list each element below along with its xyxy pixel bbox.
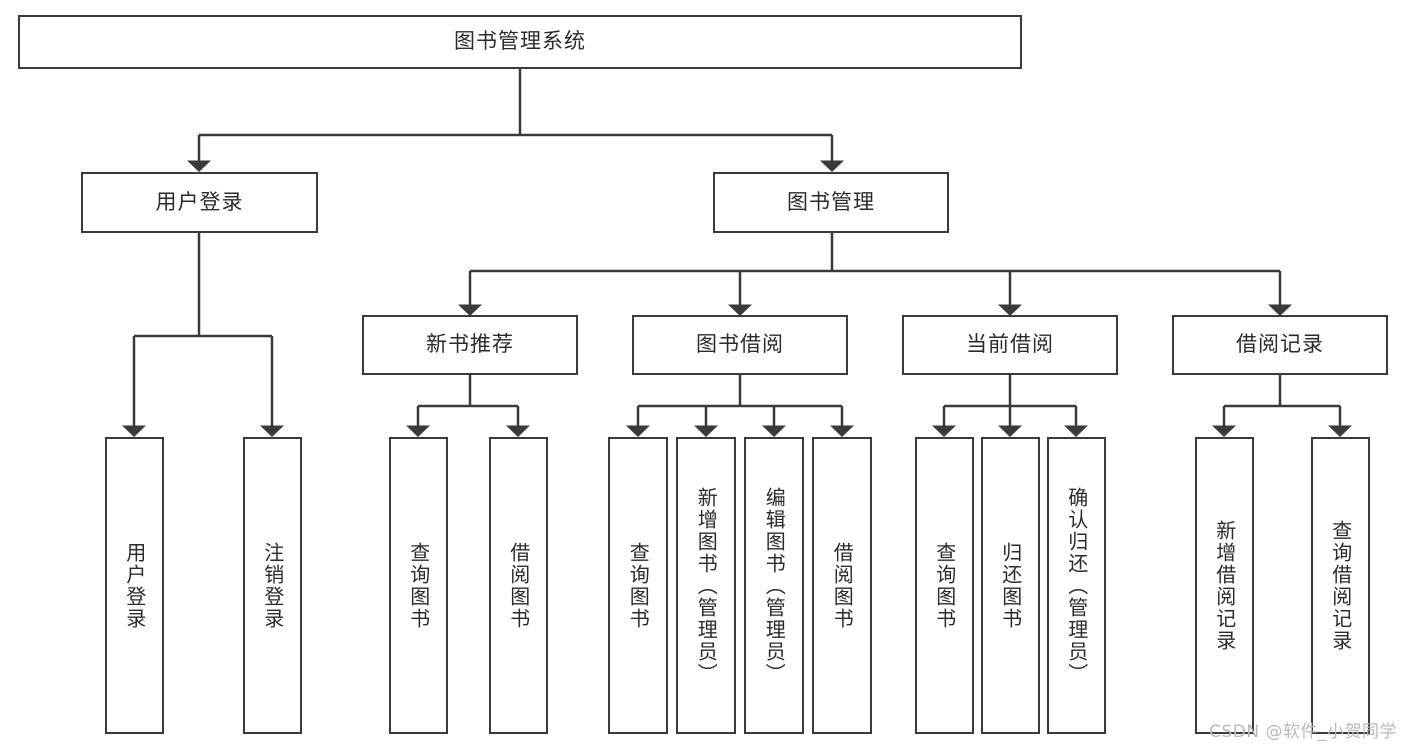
leaf-add-borrow-record[interactable]: 新增借阅记录	[1195, 437, 1254, 734]
leaf-query-book-borrow[interactable]: 查询图书	[608, 437, 668, 734]
node-current-borrow[interactable]: 当前借阅	[902, 315, 1118, 375]
node-label: 借阅记录	[1236, 332, 1324, 357]
node-label: 新增图书（管理员）	[694, 486, 719, 685]
leaf-query-borrow-record[interactable]: 查询借阅记录	[1311, 437, 1370, 734]
node-label: 用户登录	[122, 541, 147, 630]
node-new-book-recommend[interactable]: 新书推荐	[362, 315, 578, 375]
leaf-query-book-recommend[interactable]: 查询图书	[389, 437, 448, 734]
node-label: 图书借阅	[696, 332, 784, 357]
node-label: 借阅图书	[506, 541, 531, 630]
node-label: 查询图书	[932, 541, 957, 630]
leaf-user-login[interactable]: 用户登录	[105, 437, 164, 734]
node-label: 当前借阅	[966, 332, 1054, 357]
leaf-logout-login[interactable]: 注销登录	[243, 437, 302, 734]
node-label: 查询借阅记录	[1328, 519, 1353, 652]
node-user-login[interactable]: 用户登录	[81, 172, 318, 233]
node-label: 图书管理	[787, 189, 875, 214]
node-label: 用户登录	[155, 189, 244, 214]
leaf-query-book-current[interactable]: 查询图书	[915, 437, 974, 734]
node-label: 新书推荐	[426, 332, 514, 357]
node-label: 图书管理系统	[454, 29, 586, 54]
leaf-confirm-return-admin[interactable]: 确认归还（管理员）	[1047, 437, 1106, 734]
leaf-borrow-book-borrow[interactable]: 借阅图书	[812, 437, 872, 734]
leaf-borrow-book-recommend[interactable]: 借阅图书	[489, 437, 548, 734]
leaf-return-book[interactable]: 归还图书	[981, 437, 1040, 734]
node-borrow-record[interactable]: 借阅记录	[1172, 315, 1388, 375]
node-label: 编辑图书（管理员）	[762, 486, 787, 685]
leaf-add-book-admin[interactable]: 新增图书（管理员）	[676, 437, 736, 734]
node-label: 查询图书	[406, 541, 431, 630]
node-label: 注销登录	[260, 541, 285, 630]
node-label: 查询图书	[626, 541, 651, 630]
node-book-management[interactable]: 图书管理	[713, 172, 949, 233]
node-root-book-management-system[interactable]: 图书管理系统	[18, 15, 1022, 69]
node-label: 归还图书	[998, 541, 1023, 630]
node-label: 借阅图书	[830, 541, 855, 630]
node-label: 确认归还（管理员）	[1064, 486, 1089, 685]
node-book-borrow[interactable]: 图书借阅	[632, 315, 848, 375]
leaf-edit-book-admin[interactable]: 编辑图书（管理员）	[744, 437, 804, 734]
node-label: 新增借阅记录	[1212, 519, 1237, 652]
watermark-text: CSDN @软件_小贺同学	[1209, 722, 1397, 742]
